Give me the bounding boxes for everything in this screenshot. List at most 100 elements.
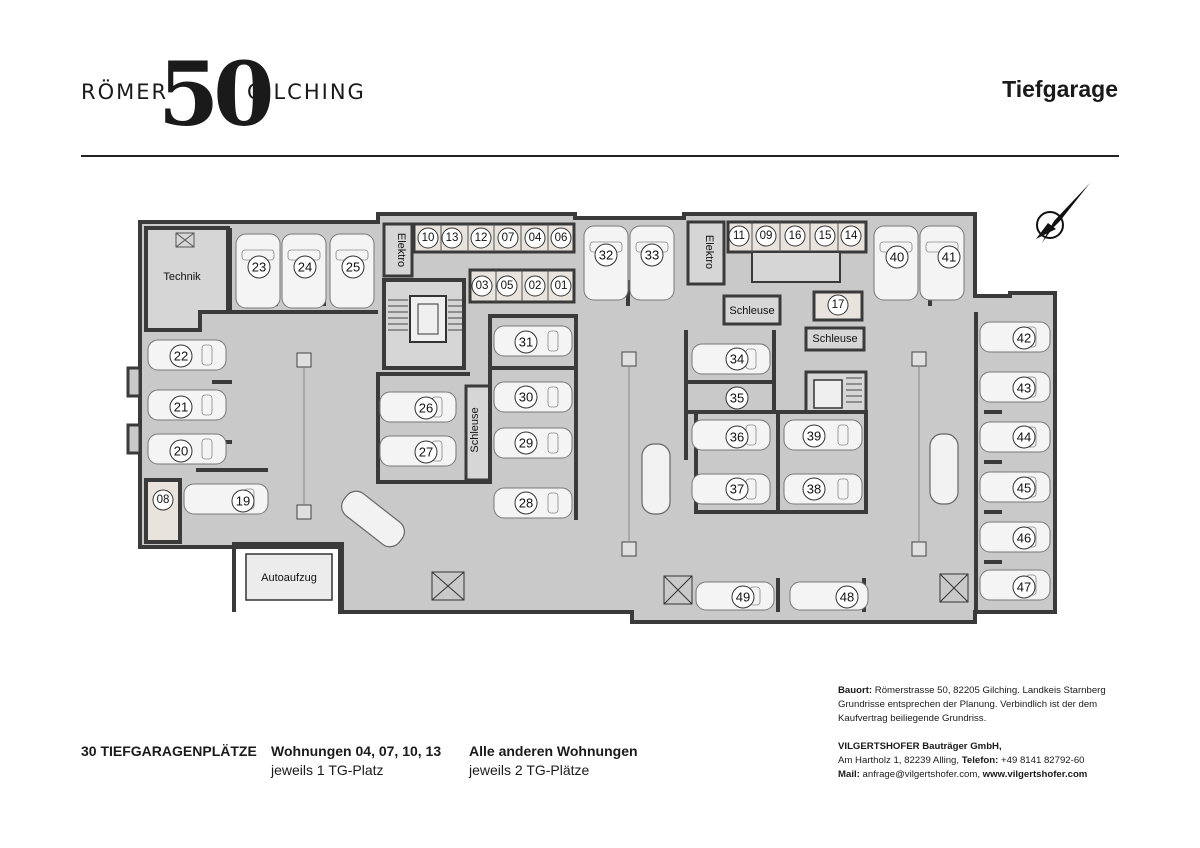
disclaimer-line-2: Kaufvertrag beiliegende Grundriss. — [838, 713, 987, 724]
north-arrow-icon — [1036, 183, 1090, 243]
storage-num: 04 — [529, 232, 542, 244]
car-window — [547, 492, 559, 514]
car-window — [547, 432, 559, 454]
storage-block-top-left: 10 13 12 07 04 06 03 05 02 01 — [412, 222, 576, 304]
storage-num: 08 — [157, 494, 170, 506]
logo-text-left: RÖMER — [81, 80, 169, 104]
group2-subtitle: jeweils 2 TG-Plätze — [469, 762, 590, 778]
car-lift: Autoaufzug — [245, 553, 333, 601]
mail-label: Mail: — [838, 769, 860, 780]
spot-badge-27 — [414, 440, 438, 464]
disclaimer-line-1: Grundrisse entsprechen der Planung. Verb… — [838, 699, 1098, 710]
storage-08: 08 — [144, 478, 182, 544]
project-info: Bauort: Römerstrasse 50, 82205 Gilching.… — [838, 684, 1138, 726]
spot-badge-41 — [937, 245, 961, 269]
logo-number: 50 — [158, 42, 274, 146]
parking-spot-number: 44 — [1017, 430, 1031, 445]
core-right: Elektro 11 09 16 15 14 17 Schleuse Schle… — [686, 220, 868, 414]
storage-num: 15 — [819, 230, 832, 242]
storage-num: 10 — [422, 232, 435, 244]
spot-badge-24 — [293, 255, 317, 279]
parking-spot-number: 38 — [807, 482, 821, 497]
parking-spot-number: 26 — [419, 401, 433, 416]
parking-spot-number: 24 — [298, 260, 312, 275]
spot-badge-34 — [725, 347, 749, 371]
parking-spot-number: 42 — [1017, 331, 1031, 346]
parking-spot-number: 46 — [1017, 531, 1031, 546]
spot-badge-22 — [169, 344, 193, 368]
bauort-text: Römerstrasse 50, 82205 Gilching. Landkei… — [874, 685, 1106, 696]
company-name: VILGERTSHOFER Bauträger GmbH, — [838, 741, 1002, 752]
parking-spot-number: 36 — [730, 430, 744, 445]
spot-badge-33 — [640, 243, 664, 267]
parking-spot-number: 31 — [519, 335, 533, 350]
schleuse-label: Schleuse — [469, 407, 481, 452]
parking-count: 30 TIEFGARAGENPLÄTZE — [81, 743, 257, 759]
spot-badge-26 — [414, 396, 438, 420]
parking-spot-number: 33 — [645, 248, 659, 263]
header-divider — [81, 155, 1119, 157]
car-window — [837, 424, 849, 446]
spot-badge-36 — [725, 425, 749, 449]
website: www.vilgertshofer.com — [982, 769, 1088, 780]
parking-spot-number: 48 — [840, 590, 854, 605]
spot-badge-49 — [731, 585, 755, 609]
storage-num: 06 — [555, 232, 568, 244]
spot-badge-39 — [802, 424, 826, 448]
storage-num: 14 — [845, 230, 858, 242]
parking-spot-number: 27 — [419, 445, 433, 460]
storage-num: 17 — [832, 299, 845, 311]
spot-badge-20 — [169, 439, 193, 463]
page-title: Tiefgarage — [1002, 76, 1118, 102]
schleuse-label: Schleuse — [729, 305, 774, 317]
spot-badge-23 — [247, 255, 271, 279]
phone-number: +49 8141 82792-60 — [1001, 755, 1085, 766]
parking-spot-number: 30 — [519, 390, 533, 405]
storage-numbers-top-left: 10 13 12 07 04 06 03 05 02 01 — [417, 227, 572, 297]
elektro-label-left: Elektro — [395, 233, 407, 267]
spot-badge-46 — [1012, 526, 1036, 550]
elektro-label-right: Elektro — [703, 235, 715, 269]
storage-num: 16 — [789, 230, 802, 242]
parking-spot-number: 47 — [1017, 580, 1031, 595]
technik-label: Technik — [163, 271, 201, 283]
car-window — [837, 478, 849, 500]
parking-spot-number: 25 — [346, 260, 360, 275]
storage-num: 07 — [502, 232, 515, 244]
parked-car-19 — [183, 483, 269, 515]
parking-spot-number: 41 — [942, 250, 956, 265]
schleuse-label: Schleuse — [812, 333, 857, 345]
vent-shafts — [431, 571, 969, 605]
spot-badge-37 — [725, 477, 749, 501]
parking-spot-number: 28 — [519, 496, 533, 511]
spot-badge-47 — [1012, 575, 1036, 599]
car-window — [201, 394, 213, 416]
spot-badge-29 — [514, 431, 538, 455]
spot-badge-38 — [802, 477, 826, 501]
parking-spot-number: 35 — [730, 391, 744, 406]
parking-spot-number: 19 — [236, 494, 250, 509]
company-info: VILGERTSHOFER Bauträger GmbH, Am Harthol… — [838, 740, 1158, 782]
spot-badge-42 — [1012, 326, 1036, 350]
parking-spot-number: 34 — [730, 352, 744, 367]
bauort-label: Bauort: — [838, 685, 873, 696]
car-window — [547, 386, 559, 408]
storage-num: 09 — [760, 230, 773, 242]
parking-spot-number: 45 — [1017, 481, 1031, 496]
spot-badge-28 — [514, 491, 538, 515]
mail-address: anfrage@vilgertshofer.com, — [862, 769, 980, 780]
storage-num: 05 — [501, 280, 514, 292]
spot-badge-48 — [835, 585, 859, 609]
parking-spot-number: 23 — [252, 260, 266, 275]
autoaufzug-label: Autoaufzug — [261, 572, 317, 584]
parking-spot-number: 29 — [519, 436, 533, 451]
parking-spot-number: 39 — [807, 429, 821, 444]
spot-badge-43 — [1012, 376, 1036, 400]
storage-num: 13 — [446, 232, 459, 244]
car-window — [201, 344, 213, 366]
spot-badge-19 — [231, 489, 255, 513]
parking-spot-number: 22 — [174, 349, 188, 364]
car-window — [201, 438, 213, 460]
